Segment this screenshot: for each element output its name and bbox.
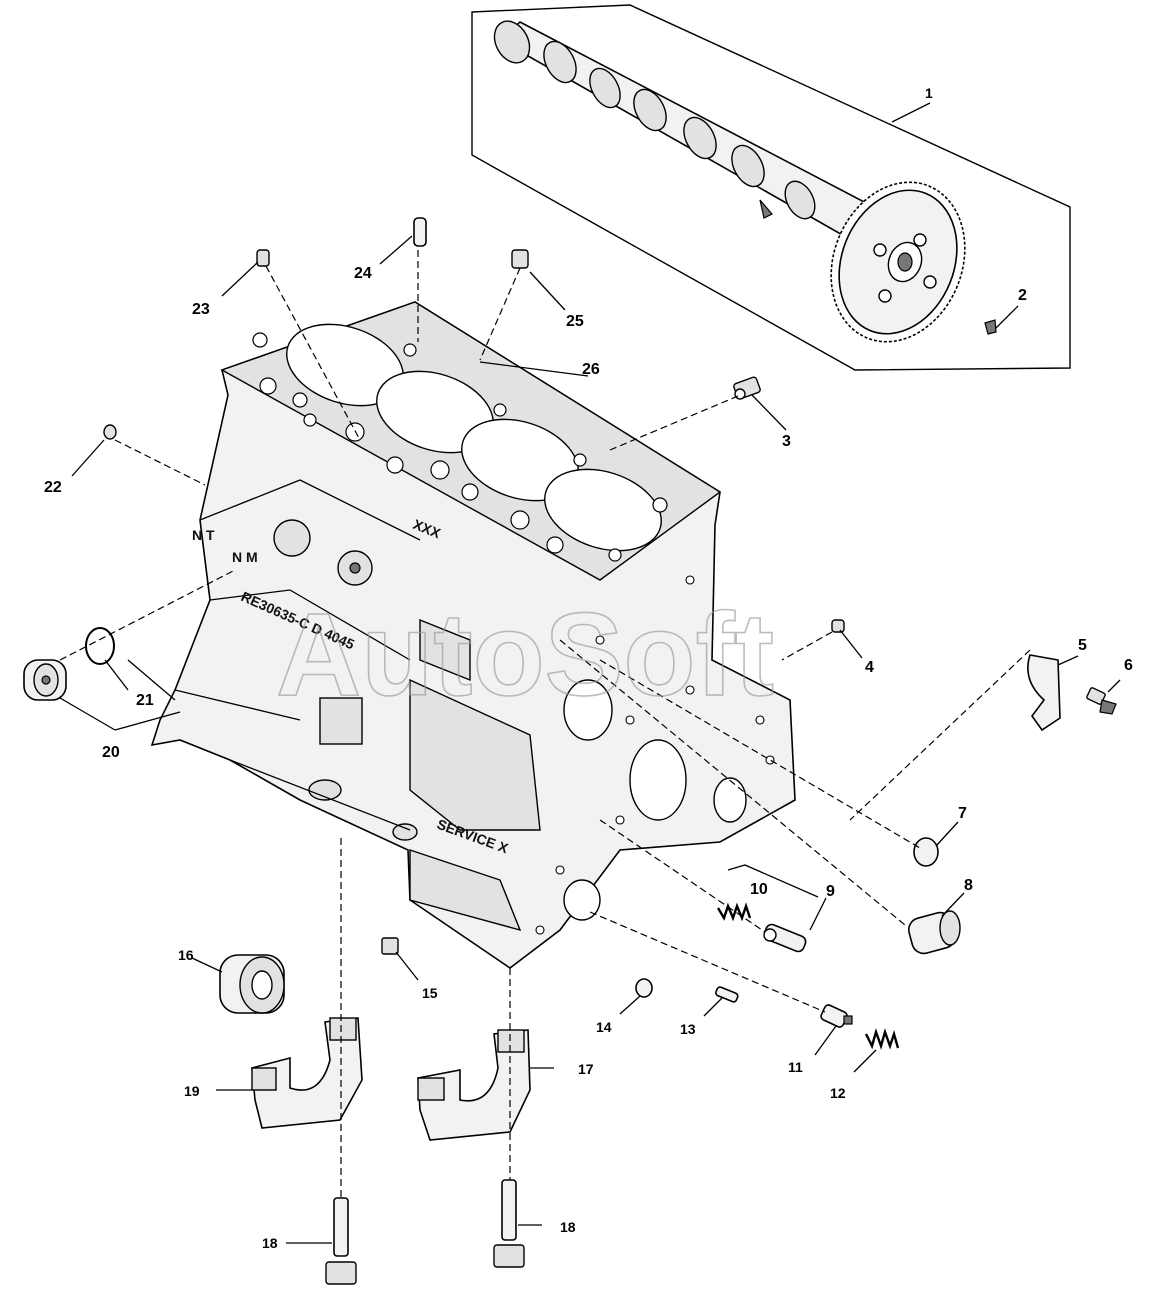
spring-part-12[interactable] [864,1028,900,1050]
callout-17: 17 [578,1061,594,1077]
deck-holes [252,332,668,562]
callout-21: 21 [136,692,154,709]
bracket-part-5[interactable] [1027,654,1061,732]
callout-12: 12 [830,1085,846,1101]
camshaft[interactable] [488,15,871,247]
o-ring-part-21[interactable] [85,627,115,665]
callout-26: 26 [582,361,600,378]
valve-part-9[interactable] [763,923,808,954]
plug-part-22[interactable] [103,424,117,440]
callout-13: 13 [680,1021,696,1037]
callout-20: 20 [102,744,120,761]
pin-part-13[interactable] [715,986,739,1003]
bearing-cap-part-17[interactable] [417,1029,531,1141]
camshaft-group-frame [471,4,1071,371]
callout-22: 22 [44,479,62,496]
callout-7: 7 [958,805,967,822]
callout-24: 24 [354,265,372,282]
washer-part-14[interactable] [635,978,653,998]
camshaft-gear[interactable] [808,162,988,362]
cylinder-block[interactable]: RE30635-C D 4045 XXX N T N M SERVICE X [150,301,796,969]
camshaft-group [471,4,1071,371]
callout-9: 9 [826,883,835,900]
bushing-part-8[interactable] [906,910,961,956]
callout-6: 6 [1124,657,1133,674]
bore-4 [544,468,662,552]
sleeve-part-25[interactable] [511,249,529,269]
callout-4: 4 [865,659,874,676]
pin-part-24[interactable] [413,217,427,247]
cast-nt-mark: N T [192,527,215,543]
dowel-part-23[interactable] [256,249,270,267]
callout-23: 23 [192,301,210,318]
spring-part-10[interactable] [716,902,752,922]
plug-part-20[interactable] [23,659,67,701]
fitting-part-3[interactable] [733,376,761,400]
callout-11: 11 [788,1059,803,1075]
callout-labels: 1 2 3 4 5 6 7 8 9 10 11 12 13 14 15 16 1… [44,85,1133,1251]
plug-part-7[interactable] [913,837,939,867]
plug-part-4[interactable] [831,619,845,633]
callout-14: 14 [596,1019,612,1035]
callout-10: 10 [750,881,768,898]
valve-part-11[interactable] [820,1004,853,1029]
bolt-part-18-left[interactable] [325,1197,357,1285]
callout-5: 5 [1078,637,1087,654]
callout-19: 19 [184,1083,200,1099]
leader-lines [59,102,1121,1244]
callout-25: 25 [566,313,584,330]
bearing-part-16[interactable] [219,954,285,1014]
block-part-15[interactable] [381,937,399,955]
callout-18-left: 18 [262,1235,278,1251]
callout-16: 16 [178,947,194,963]
cast-nm-mark: N M [232,549,258,565]
screw-part-6[interactable] [1086,687,1117,715]
bolt-part-18-right[interactable] [493,1179,525,1268]
callout-8: 8 [964,877,973,894]
callout-15: 15 [422,985,438,1001]
callout-18-right: 18 [560,1219,576,1235]
bearing-cap-part-19[interactable] [251,1017,363,1129]
callout-3: 3 [782,433,791,450]
callout-2: 2 [1018,287,1027,304]
callout-1: 1 [925,85,933,101]
watermark: AutoSoft [276,589,774,721]
woodruff-key-part[interactable] [984,319,997,335]
